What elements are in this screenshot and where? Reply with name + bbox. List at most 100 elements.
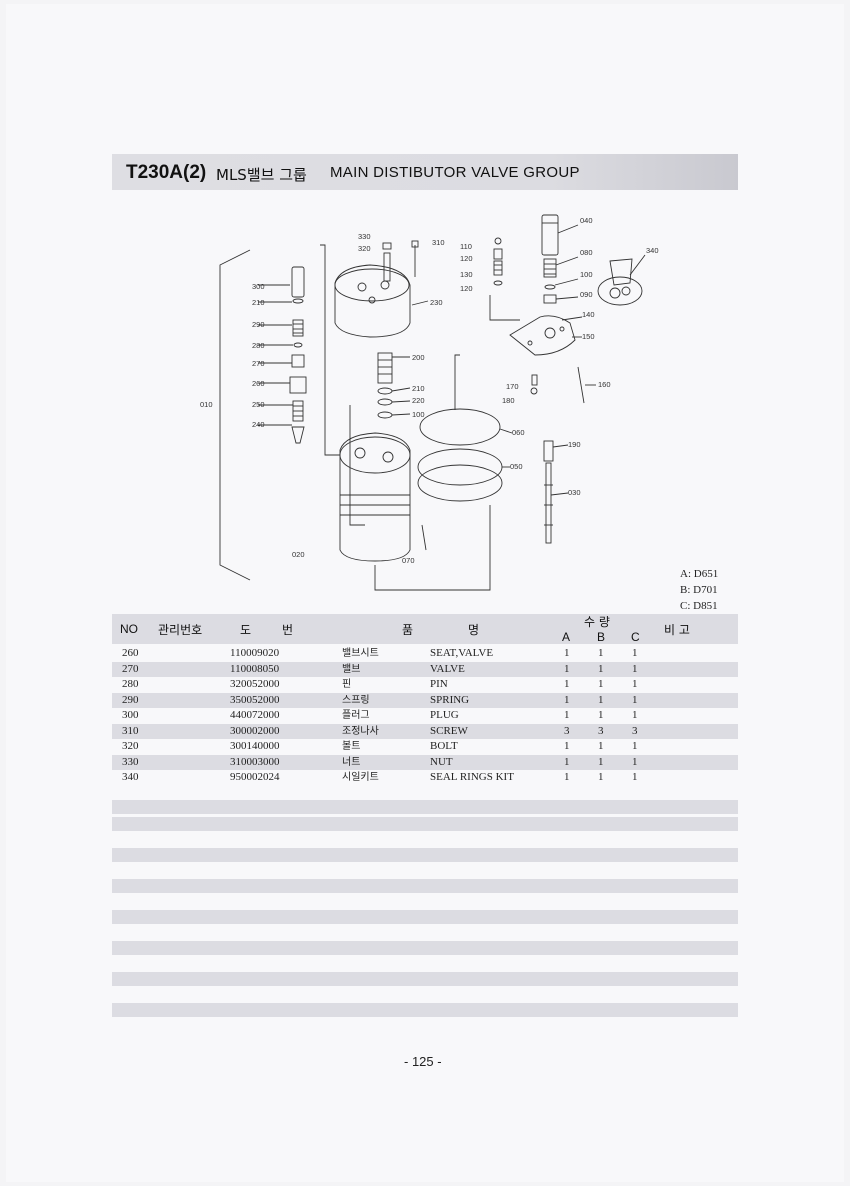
cell-item-no: 260 [122, 647, 139, 659]
callout-300: 300 [252, 282, 265, 291]
cell-item-no: 330 [122, 755, 139, 768]
cell-name-korean: 핀 [342, 679, 352, 690]
empty-row [112, 848, 738, 862]
callout-170: 170 [506, 382, 519, 391]
header-drawing-2: 번 [282, 623, 294, 637]
cell-name-english: SPRING [430, 693, 470, 706]
cell-qty-a: 1 [564, 678, 570, 690]
callout-020: 020 [292, 550, 305, 559]
cell-name-korean: 밸브시트 [342, 648, 379, 659]
header-name-1: 품 [402, 623, 414, 637]
callout-210: 210 [252, 298, 265, 307]
cell-item-no: 270 [122, 662, 139, 675]
callout-290: 290 [252, 320, 265, 329]
callout-200: 200 [412, 353, 425, 362]
callout-250: 250 [252, 400, 265, 409]
callout-260: 260 [252, 379, 265, 388]
cell-part-number: 350052000 [230, 693, 280, 706]
callout-110: 110 [460, 242, 472, 251]
callout-340: 340 [646, 246, 659, 255]
cell-name-english: BOLT [430, 740, 458, 752]
callout-080: 080 [580, 248, 593, 257]
header-mgmt-no: 관리번호 [158, 623, 203, 637]
header-quantity: 수 량 [584, 615, 610, 629]
cell-item-no: 340 [122, 771, 139, 783]
cell-qty-c: 1 [632, 662, 638, 675]
callout-030: 030 [568, 488, 581, 497]
callout-050: 050 [510, 462, 523, 471]
empty-row [112, 800, 738, 814]
cell-qty-a: 1 [564, 755, 570, 768]
callout-310: 310 [432, 238, 445, 247]
cell-qty-b: 1 [598, 678, 604, 690]
cell-qty-c: 3 [632, 724, 638, 737]
cell-qty-c: 1 [632, 647, 638, 659]
cell-qty-c: 1 [632, 771, 638, 783]
cell-name-english: PLUG [430, 709, 459, 721]
parts-table-header: NO 관리번호 도 번 품 명 수 량 A B C 비 고 [112, 614, 738, 644]
cell-name-korean: 시일키트 [342, 772, 379, 783]
group-code: T230A(2) [126, 162, 207, 183]
callout-230: 230 [430, 298, 443, 307]
cell-part-number: 320052000 [230, 678, 280, 690]
empty-row [112, 972, 738, 986]
cell-qty-a: 1 [564, 709, 570, 721]
callout-100: 100 [580, 270, 593, 279]
exploded-parts-diagram: 330 320 310 110 120 130 120 040 080 340 … [200, 214, 659, 591]
cell-part-number: 300002000 [230, 724, 280, 737]
cell-name-english: VALVE [430, 662, 465, 675]
callout-160: 160 [598, 380, 611, 389]
cell-qty-a: 1 [564, 662, 570, 675]
cell-qty-c: 1 [632, 693, 638, 706]
callout-150: 150 [582, 332, 595, 341]
cell-qty-b: 1 [598, 693, 604, 706]
callout-320: 320 [358, 244, 371, 253]
cell-name-korean: 밸브 [342, 663, 361, 675]
cell-name-english: NUT [430, 755, 453, 768]
cell-name-korean: 플러그 [342, 710, 370, 721]
empty-row [112, 879, 738, 893]
cell-qty-b: 1 [598, 662, 604, 675]
callout-090: 090 [580, 290, 593, 299]
header-name-2: 명 [468, 623, 480, 637]
variant-a: A: D651 [680, 568, 719, 580]
callout-100b: 100 [412, 410, 425, 419]
callout-220: 220 [412, 396, 425, 405]
callout-130: 130 [460, 270, 473, 279]
cell-qty-a: 1 [564, 647, 570, 659]
header-remarks: 비 고 [664, 623, 690, 637]
cell-item-no: 290 [122, 693, 139, 706]
header-no: NO [120, 622, 138, 636]
cell-name-korean: 볼트 [342, 741, 361, 752]
group-title-english: MAIN DISTIBUTOR VALVE GROUP [330, 164, 580, 181]
callout-070: 070 [402, 556, 415, 565]
header-qty-c: C [631, 630, 640, 644]
cell-item-no: 280 [122, 678, 139, 690]
cell-qty-c: 1 [632, 678, 638, 690]
variant-b: B: D701 [680, 584, 718, 596]
callout-190: 190 [568, 440, 581, 449]
cell-part-number: 300140000 [230, 740, 280, 752]
cell-qty-a: 3 [564, 724, 570, 737]
empty-row [112, 1003, 738, 1017]
cell-qty-a: 1 [564, 771, 570, 783]
cell-part-number: 310003000 [230, 755, 280, 768]
model-variants: A: D651 B: D701 C: D851 [680, 566, 718, 614]
cell-qty-b: 1 [598, 709, 604, 721]
cell-name-english: PIN [430, 678, 448, 690]
cell-qty-c: 1 [632, 740, 638, 752]
callout-120b: 120 [460, 284, 473, 293]
callout-330: 330 [358, 232, 371, 241]
empty-row [112, 941, 738, 955]
cell-qty-b: 1 [598, 740, 604, 752]
cell-part-number: 440072000 [230, 709, 280, 721]
cell-item-no: 310 [122, 724, 139, 737]
page-number: - 125 - [404, 1054, 442, 1069]
